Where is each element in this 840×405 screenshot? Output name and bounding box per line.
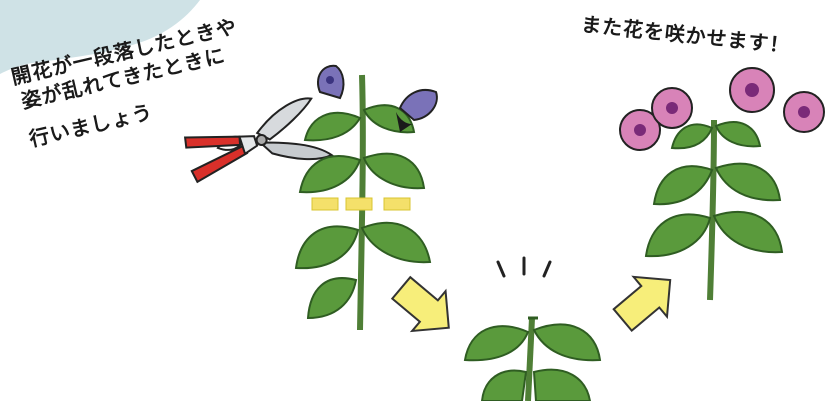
yellow-arrow-icon [390, 275, 450, 333]
pruning-shears-icon [183, 97, 334, 184]
morning-glory-icon [619, 109, 661, 151]
plant-before-pruning [294, 64, 438, 331]
morning-glory-icon [396, 89, 438, 132]
yellow-arrow-icon [612, 275, 672, 333]
cut-mark [311, 197, 339, 211]
morning-glory-icon [729, 67, 775, 113]
background-blob [0, 0, 200, 74]
morning-glory-icon [783, 91, 825, 133]
cut-mark [383, 197, 411, 211]
cut-mark [345, 197, 373, 211]
morning-glory-icon [317, 64, 345, 100]
plant-after-cutting [463, 256, 602, 402]
plant-reblooming [619, 67, 825, 301]
morning-glory-icon [651, 87, 693, 129]
